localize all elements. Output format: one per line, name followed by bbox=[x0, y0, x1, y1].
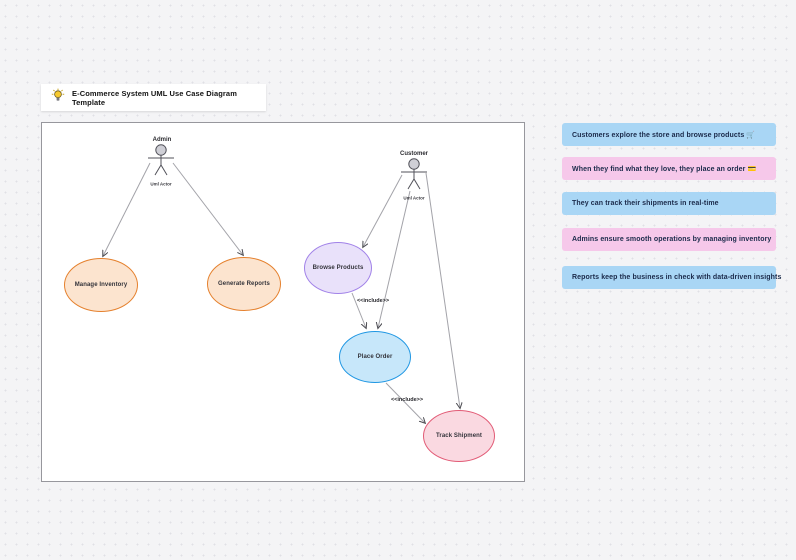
note-track-shipments[interactable]: They can track their shipments in real-t… bbox=[562, 192, 776, 215]
actor-customer-sublabel: Uml Actor bbox=[403, 195, 425, 201]
note-text: Admins ensure smooth operations by manag… bbox=[572, 236, 772, 243]
template-title: E-Commerce System UML Use Case Diagram T… bbox=[72, 88, 237, 107]
edge-label-include-browse-place: <<include>> bbox=[356, 298, 390, 304]
note-place-order[interactable]: When they find what they love, they plac… bbox=[562, 157, 776, 180]
use-case-place-order[interactable]: Place Order bbox=[339, 331, 411, 383]
use-case-label: Generate Reports bbox=[218, 281, 270, 287]
template-title-card[interactable]: E-Commerce System UML Use Case Diagram T… bbox=[41, 84, 266, 111]
note-admins-inventory[interactable]: Admins ensure smooth operations by manag… bbox=[562, 228, 776, 251]
use-case-browse-products[interactable]: Browse Products bbox=[304, 242, 372, 294]
lightbulb-icon bbox=[51, 88, 65, 108]
note-text: When they find what they love, they plac… bbox=[572, 165, 757, 173]
note-customers-browse[interactable]: Customers explore the store and browse p… bbox=[562, 123, 776, 146]
diagram-frame[interactable]: Admin Uml Actor Customer Uml Actor Manag… bbox=[41, 122, 525, 482]
use-case-generate-reports[interactable]: Generate Reports bbox=[207, 257, 281, 311]
edge-label-include-place-track: <<include>> bbox=[390, 397, 424, 403]
use-case-label: Place Order bbox=[357, 354, 393, 360]
actor-customer-figure[interactable] bbox=[400, 158, 428, 192]
note-text: Reports keep the business in check with … bbox=[572, 274, 782, 281]
connector-lines bbox=[42, 162, 524, 481]
actor-admin-figure[interactable] bbox=[147, 144, 175, 178]
use-case-manage-inventory[interactable]: Manage Inventory bbox=[64, 258, 138, 312]
actor-customer-name: Customer bbox=[399, 151, 429, 157]
note-reports-insights[interactable]: Reports keep the business in check with … bbox=[562, 266, 781, 289]
note-text: They can track their shipments in real-t… bbox=[572, 200, 719, 207]
use-case-label: Track Shipment bbox=[435, 433, 483, 439]
use-case-label: Browse Products bbox=[312, 265, 364, 271]
use-case-track-shipment[interactable]: Track Shipment bbox=[423, 410, 495, 462]
use-case-label: Manage Inventory bbox=[74, 282, 128, 288]
actor-admin-name: Admin bbox=[152, 137, 172, 143]
note-text: Customers explore the store and browse p… bbox=[572, 131, 756, 139]
actor-admin-sublabel: Uml Actor bbox=[150, 181, 172, 187]
